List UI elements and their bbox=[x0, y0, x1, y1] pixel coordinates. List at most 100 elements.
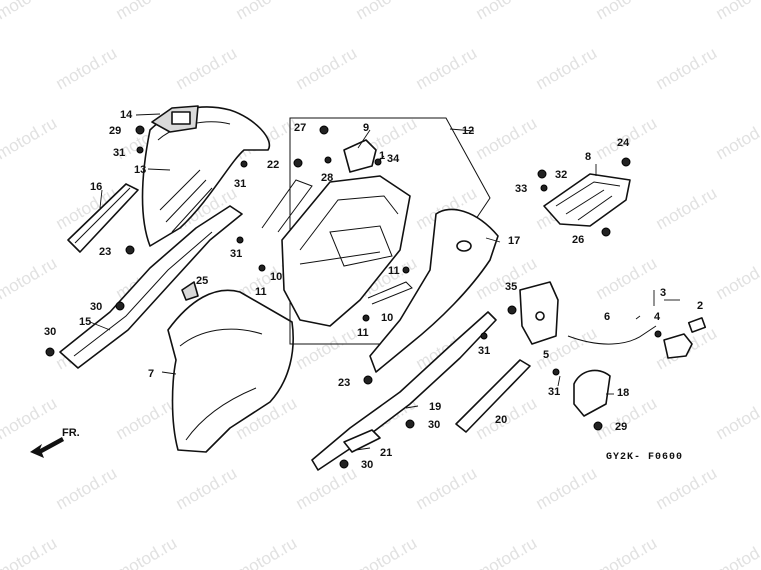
callout-10-b: 10 bbox=[381, 312, 393, 324]
callout-15: 15 bbox=[79, 316, 91, 328]
callout-35: 35 bbox=[505, 281, 517, 293]
bolt-31-e bbox=[552, 368, 560, 376]
callout-30-d: 30 bbox=[361, 459, 373, 471]
bolt-11-b bbox=[362, 314, 370, 322]
bolt-31-d bbox=[480, 332, 488, 340]
bolt-4 bbox=[654, 330, 662, 338]
callout-7: 7 bbox=[148, 368, 154, 380]
bolt-30-c bbox=[405, 419, 415, 429]
part-10-rail-lower bbox=[367, 281, 413, 305]
bolt-31-b bbox=[240, 160, 248, 168]
bolt-30-a bbox=[115, 301, 125, 311]
front-arrow: FR. bbox=[30, 427, 80, 458]
watermark-text: motod.ru bbox=[713, 0, 761, 23]
bolt-28 bbox=[324, 156, 332, 164]
part-2-key bbox=[687, 317, 707, 333]
callout-20: 20 bbox=[495, 414, 507, 426]
watermark-text: motod.ru bbox=[353, 533, 421, 570]
watermark-text: motod.ru bbox=[713, 393, 761, 443]
callout-14: 14 bbox=[120, 109, 133, 121]
callout-23-a: 23 bbox=[99, 246, 111, 258]
bolt-30-d bbox=[339, 459, 349, 469]
watermark-text: motod.ru bbox=[53, 463, 121, 513]
callout-31-e: 31 bbox=[548, 386, 560, 398]
callout-27: 27 bbox=[294, 122, 306, 134]
watermark-text: motod.ru bbox=[473, 113, 541, 163]
callout-labels: 1 2 3 4 5 6 7 8 9 10 10 11 11 11 12 13 1… bbox=[44, 109, 703, 471]
callout-13: 13 bbox=[134, 164, 146, 176]
callout-26: 26 bbox=[572, 234, 584, 246]
callout-18: 18 bbox=[617, 387, 629, 399]
front-arrow-icon bbox=[30, 437, 64, 458]
bolt-32 bbox=[537, 169, 547, 179]
part-10-rail-upper bbox=[261, 179, 313, 233]
bolt-23-right bbox=[363, 375, 373, 385]
bolt-33 bbox=[540, 184, 548, 192]
bolt-22 bbox=[293, 158, 303, 168]
callout-30-a: 30 bbox=[90, 301, 102, 313]
callout-8: 8 bbox=[585, 151, 591, 163]
bolt-26 bbox=[601, 227, 611, 237]
bolt-31-a bbox=[136, 146, 144, 154]
watermark-text: motod.ru bbox=[293, 43, 361, 93]
watermark-text: motod.ru bbox=[473, 0, 541, 23]
watermark-text: motod.ru bbox=[413, 43, 481, 93]
part-6-seat-lock-cable bbox=[567, 325, 657, 345]
watermark-text: motod.ru bbox=[713, 253, 761, 303]
callout-30-b: 30 bbox=[44, 326, 56, 338]
bolt-31-c bbox=[236, 236, 244, 244]
callout-11-a: 11 bbox=[255, 286, 267, 298]
watermark-text: motod.ru bbox=[653, 183, 721, 233]
callout-24: 24 bbox=[617, 137, 630, 149]
bolt-30-b bbox=[45, 347, 55, 357]
part-20-step-trim bbox=[455, 359, 531, 433]
watermark-text: motod.ru bbox=[173, 43, 241, 93]
watermark-text: motod.ru bbox=[173, 463, 241, 513]
callout-16: 16 bbox=[90, 181, 102, 193]
part-16-side-trim bbox=[67, 183, 139, 253]
part-15-left-floor-frame bbox=[59, 205, 243, 369]
part-12-luggage-box bbox=[281, 175, 411, 327]
bolt-23-left bbox=[125, 245, 135, 255]
part-21-plate bbox=[343, 429, 381, 453]
callout-11-c: 11 bbox=[388, 265, 400, 277]
callout-31-d: 31 bbox=[478, 345, 490, 357]
watermark-text: motod.ru bbox=[713, 533, 761, 570]
part-3-seat-lock-set bbox=[663, 333, 693, 359]
part-19-right-floor-frame bbox=[311, 311, 497, 471]
callout-5: 5 bbox=[543, 349, 549, 361]
fasteners bbox=[45, 125, 662, 469]
front-label: FR. bbox=[62, 427, 80, 439]
watermark-text: motod.ru bbox=[0, 0, 60, 23]
watermark-text: motod.ru bbox=[533, 43, 601, 93]
figure-code: GY2K- F0600 bbox=[606, 452, 683, 463]
watermark-text: motod.ru bbox=[293, 463, 361, 513]
watermark-text: motod.ru bbox=[713, 113, 761, 163]
callout-11-b: 11 bbox=[357, 327, 369, 339]
callout-31-a: 31 bbox=[113, 147, 125, 159]
callout-12: 12 bbox=[462, 125, 474, 137]
callout-21: 21 bbox=[380, 447, 392, 459]
watermark-text: motod.ru bbox=[233, 0, 301, 23]
callout-29-a: 29 bbox=[109, 125, 121, 137]
callout-17: 17 bbox=[508, 235, 520, 247]
bolt-29-lower bbox=[593, 421, 603, 431]
watermark-text: motod.ru bbox=[653, 43, 721, 93]
callout-19: 19 bbox=[429, 401, 441, 413]
watermark-text: motod.ru bbox=[593, 0, 661, 23]
callout-29-b: 29 bbox=[615, 421, 627, 433]
watermark-text: motod.ru bbox=[53, 43, 121, 93]
part-8-rear-carrier bbox=[543, 173, 631, 227]
callout-10-a: 10 bbox=[270, 271, 282, 283]
callout-2: 2 bbox=[697, 300, 703, 312]
callout-32: 32 bbox=[555, 169, 567, 181]
part-18-rear-lid bbox=[573, 369, 611, 417]
callout-6: 6 bbox=[604, 311, 610, 323]
watermark-text: motod.ru bbox=[0, 253, 60, 303]
callout-31-b: 31 bbox=[234, 178, 246, 190]
watermark-text: motod.ru bbox=[113, 0, 181, 23]
callout-23-b: 23 bbox=[338, 377, 350, 389]
watermark-text: motod.ru bbox=[113, 393, 181, 443]
